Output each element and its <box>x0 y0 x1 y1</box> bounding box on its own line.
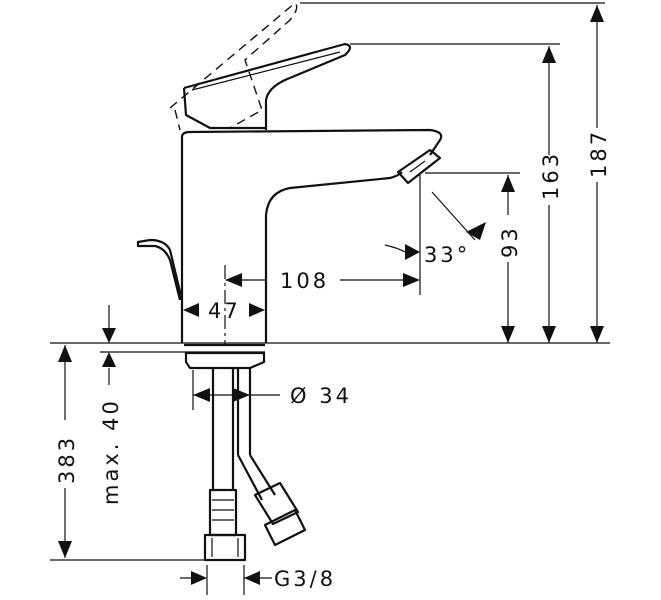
dimension-163: 163 <box>539 46 563 343</box>
dimension-diameter-34: Ø 34 <box>192 370 352 410</box>
dimension-max-40: max. 40 <box>99 305 123 505</box>
dimension-diameter-label: Ø 34 <box>290 384 352 408</box>
dimension-angle: 33° <box>384 191 486 267</box>
dimension-47: 47 <box>183 299 265 323</box>
dimension-93: 93 <box>498 175 522 343</box>
dimension-93-label: 93 <box>498 225 522 258</box>
dimension-g38-label: G3/8 <box>274 567 336 591</box>
dimension-47-label: 47 <box>208 299 241 323</box>
dimension-angle-label: 33° <box>424 243 470 267</box>
dimension-383: 383 <box>55 345 79 558</box>
dimension-383-label: 383 <box>55 435 79 484</box>
dimension-max-40-label: max. 40 <box>99 398 123 505</box>
dimension-108: 108 <box>224 265 420 345</box>
dimension-108-label: 108 <box>280 269 329 293</box>
dimension-187-label: 187 <box>587 129 611 178</box>
dimension-g38: G3/8 <box>180 565 336 595</box>
faucet-body <box>136 2 443 347</box>
under-deck-connections <box>184 351 307 562</box>
dimension-163-label: 163 <box>539 151 563 200</box>
dimension-187: 187 <box>587 5 611 343</box>
